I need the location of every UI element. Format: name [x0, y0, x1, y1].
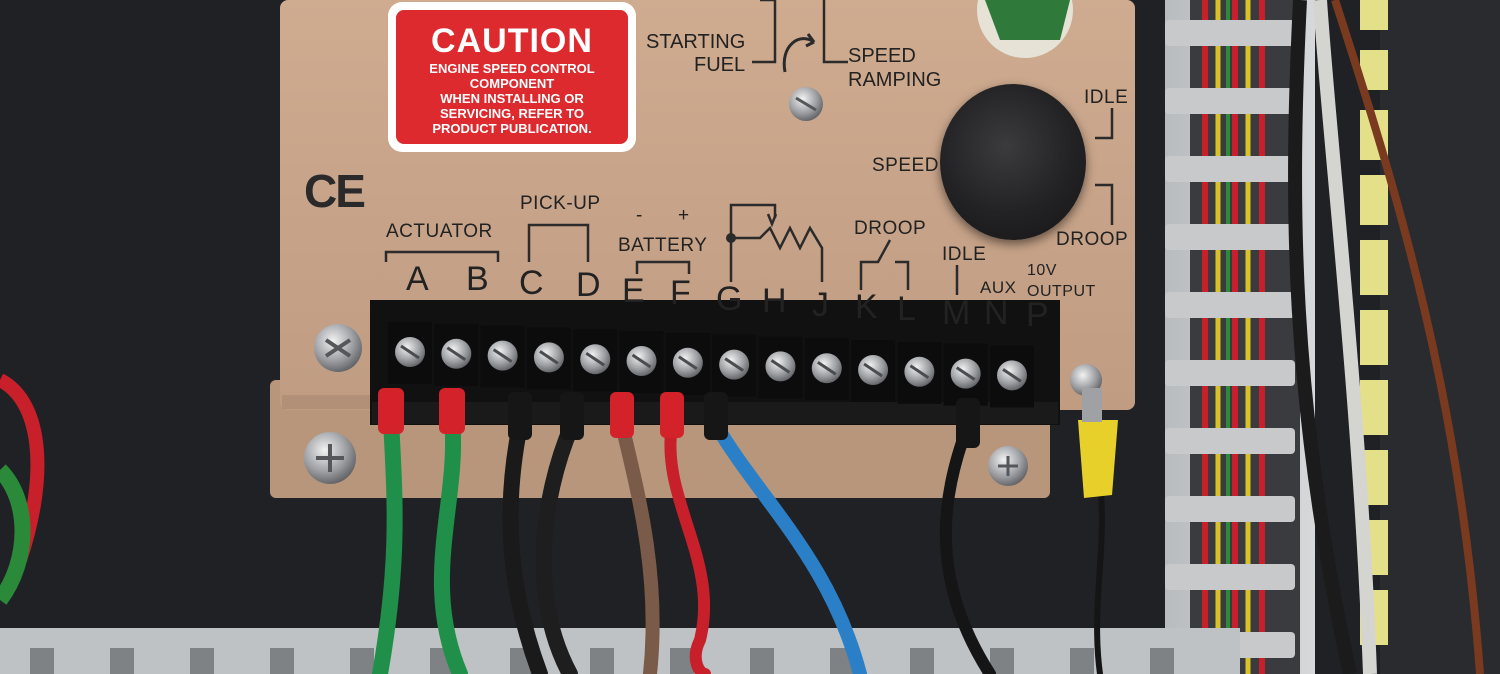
speed-label: SPEED	[848, 45, 916, 67]
battery-plus-label: +	[678, 205, 690, 226]
caution-label: CAUTION ENGINE SPEED CONTROL COMPONENT W…	[388, 2, 636, 152]
caution-line: COMPONENT	[469, 75, 555, 91]
terminal-screw[interactable]	[943, 343, 988, 406]
terminal-letter: A	[406, 260, 429, 298]
left-green-wire	[0, 464, 31, 605]
terminal-screw[interactable]	[573, 329, 618, 392]
mount-screw-bottom-right	[988, 446, 1028, 486]
knob-speed-label: SPEED	[872, 155, 939, 176]
terminal-letter: B	[466, 260, 489, 298]
terminal-screw[interactable]	[990, 345, 1034, 408]
terminal-letter: K	[855, 288, 878, 326]
terminal-screw[interactable]	[897, 341, 942, 404]
starting-label: STARTING	[646, 31, 746, 53]
pickup-label: PICK-UP	[520, 193, 601, 214]
knob-idle-label: IDLE	[1084, 87, 1129, 108]
terminal-screw[interactable]	[480, 325, 525, 388]
adjust-screw-top	[789, 87, 823, 121]
terminal-screw[interactable]	[804, 338, 849, 401]
terminal-letter: C	[519, 264, 544, 302]
aux-label: AUX	[980, 278, 1017, 297]
battery-label: BATTERY	[618, 235, 708, 256]
terminal-screw[interactable]	[526, 327, 571, 390]
terminal-letter: J	[812, 286, 829, 324]
terminal-screw[interactable]	[619, 331, 664, 393]
caution-line: PRODUCT PUBLICATION.	[432, 120, 592, 136]
terminal-letter: P	[1026, 296, 1049, 334]
terminal-letter: N	[984, 294, 1009, 332]
terminal-screw[interactable]	[851, 340, 896, 402]
terminal-screws	[388, 322, 1034, 408]
mount-screw-left	[314, 324, 362, 372]
field-wires	[372, 412, 1105, 674]
output-label: OUTPUT	[1027, 283, 1096, 300]
panel-schematic-lines	[384, 0, 1114, 295]
terminal-screw[interactable]	[758, 336, 803, 399]
droop-label: DROOP	[854, 218, 927, 239]
knob-droop-label: DROOP	[1056, 229, 1129, 250]
caution-body: ENGINE SPEED CONTROL COMPONENT WHEN INST…	[396, 61, 628, 137]
caution-line: WHEN INSTALLING OR	[440, 90, 584, 106]
bottom-wire-duct	[0, 628, 1240, 674]
mount-screw-bottom-left	[304, 432, 356, 484]
terminal-letter: M	[942, 294, 971, 332]
terminal-letter: G	[716, 280, 743, 318]
ce-mark: CE	[304, 165, 366, 217]
caution-line: SERVICING, REFER TO	[440, 105, 584, 121]
terminal-letter: L	[897, 290, 916, 328]
terminal-letter: F	[670, 274, 691, 312]
terminal-screw[interactable]	[388, 322, 432, 384]
terminal-letter: E	[622, 272, 645, 310]
caution-line: ENGINE SPEED CONTROL	[429, 61, 595, 76]
speed-adjust-knob[interactable]	[940, 84, 1086, 240]
battery-minus-label: -	[636, 205, 643, 226]
terminal-screw[interactable]	[712, 334, 757, 397]
ramping-label: RAMPING	[848, 69, 942, 91]
terminal-letter: H	[762, 282, 787, 320]
output-10v-label: 10V	[1027, 262, 1057, 279]
fuel-label: FUEL	[694, 54, 746, 76]
caution-title: CAUTION	[431, 22, 593, 60]
pcb-window	[977, 0, 1073, 58]
terminal-letter: D	[576, 266, 601, 304]
actuator-label: ACTUATOR	[386, 221, 493, 242]
idle-label: IDLE	[942, 244, 987, 265]
right-wire-duct	[1165, 0, 1484, 674]
terminal-screw[interactable]	[665, 332, 710, 395]
wire-ferrules	[378, 364, 1118, 498]
terminal-screw[interactable]	[434, 323, 479, 386]
